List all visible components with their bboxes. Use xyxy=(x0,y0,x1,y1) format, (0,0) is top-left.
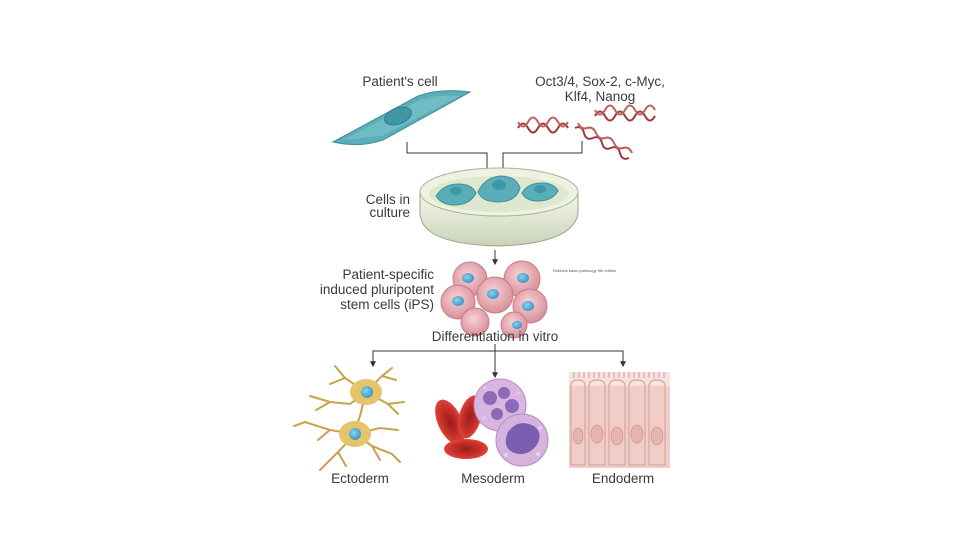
ips-label-line2: induced pluripotent xyxy=(290,282,434,297)
culture-label-line2: culture xyxy=(330,205,410,220)
ips-cells-illustration xyxy=(441,261,547,338)
side-note: Robbins basic pathology 9th edition xyxy=(553,268,653,273)
differentiation-label: Differentiation in vitro xyxy=(420,329,570,344)
petri-dish-illustration xyxy=(420,168,578,246)
endoderm-label: Endoderm xyxy=(578,471,668,486)
ips-label-line1: Patient-specific xyxy=(290,267,434,282)
patients-cell-label: Patient's cell xyxy=(340,74,460,89)
ectoderm-neurons-illustration xyxy=(294,366,404,470)
dna-strands-illustration xyxy=(518,106,655,159)
factors-label-line2: Klf4, Nanog xyxy=(510,89,690,104)
ectoderm-label: Ectoderm xyxy=(315,471,405,486)
factors-label-line1: Oct3/4, Sox-2, c-Myc, xyxy=(510,74,690,89)
mesoderm-label: Mesoderm xyxy=(448,471,538,486)
endoderm-epithelium-illustration xyxy=(569,372,670,468)
ips-label-line3: stem cells (iPS) xyxy=(290,297,434,312)
patient-cell-illustration xyxy=(333,91,470,145)
mesoderm-blood-cells-illustration xyxy=(429,379,548,466)
